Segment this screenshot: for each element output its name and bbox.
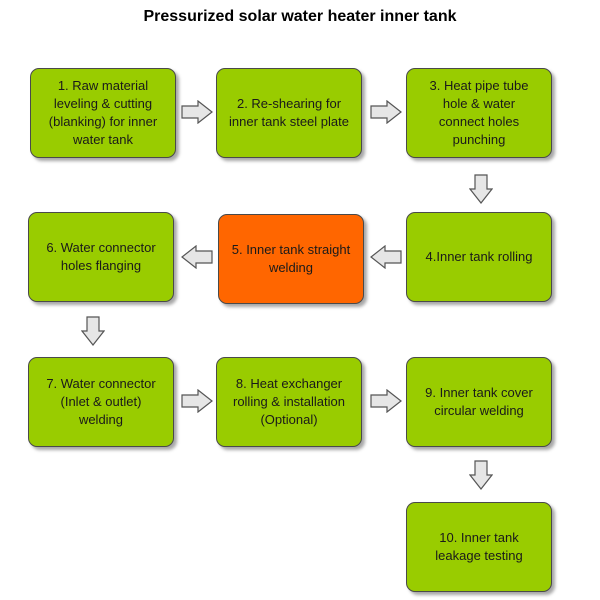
arrow-right-8-to-9-icon (370, 389, 402, 413)
step-5-box-highlighted: 5. Inner tank straight welding (218, 214, 364, 304)
step-8-box: 8. Heat exchanger rolling & installation… (216, 357, 362, 447)
arrow-right-1-to-2-icon (181, 100, 213, 124)
step-5-label: 5. Inner tank straight welding (231, 242, 351, 275)
diagram-title: Pressurized solar water heater inner tan… (143, 8, 457, 25)
arrow-down-3-to-4-icon (469, 174, 493, 204)
step-10-box: 10. Inner tank leakage testing (406, 502, 552, 592)
step-1-box: 1. Raw material leveling & cutting (blan… (30, 68, 176, 158)
step-6-label: 6. Water connector holes flanging (46, 240, 156, 273)
arrow-left-5-to-6-icon (181, 245, 213, 269)
step-8-label: 8. Heat exchanger rolling & installation… (232, 376, 345, 427)
step-9-label: 9. Inner tank cover circular welding (425, 385, 533, 418)
arrow-right-7-to-8-icon (181, 389, 213, 413)
step-4-box: 4.Inner tank rolling (406, 212, 552, 302)
step-2-label: 2. Re-shearing for inner tank steel plat… (229, 96, 349, 129)
arrow-down-9-to-10-icon (469, 460, 493, 490)
step-9-box: 9. Inner tank cover circular welding (406, 357, 552, 447)
arrow-right-2-to-3-icon (370, 100, 402, 124)
step-3-label: 3. Heat pipe tube hole & water connect h… (429, 78, 529, 147)
step-7-label: 7. Water connector (Inlet & outlet) weld… (46, 376, 156, 427)
step-10-label: 10. Inner tank leakage testing (435, 530, 523, 563)
arrow-left-4-to-5-icon (370, 245, 402, 269)
step-3-box: 3. Heat pipe tube hole & water connect h… (406, 68, 552, 158)
step-4-label: 4.Inner tank rolling (425, 249, 533, 264)
arrow-down-6-to-7-icon (81, 316, 105, 346)
step-1-label: 1. Raw material leveling & cutting (blan… (48, 78, 158, 147)
step-7-box: 7. Water connector (Inlet & outlet) weld… (28, 357, 174, 447)
step-2-box: 2. Re-shearing for inner tank steel plat… (216, 68, 362, 158)
step-6-box: 6. Water connector holes flanging (28, 212, 174, 302)
